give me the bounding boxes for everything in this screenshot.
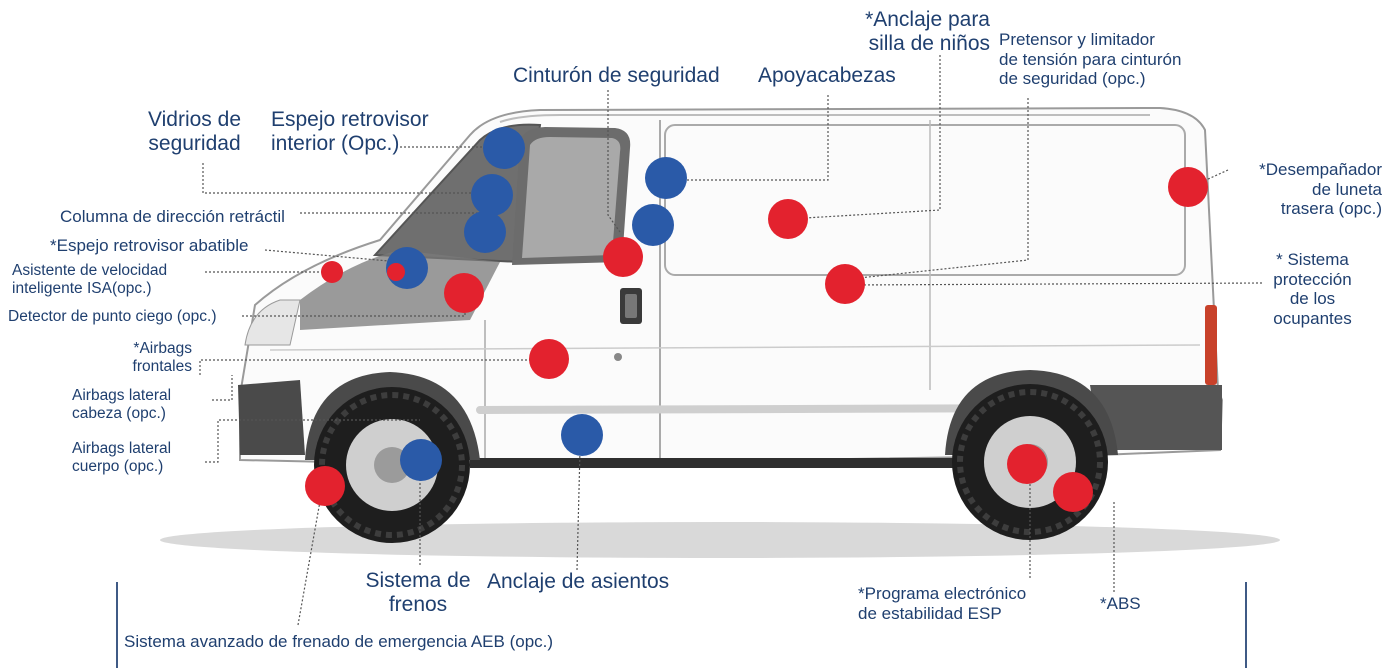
label-vidrios: Vidrios de seguridad: [148, 108, 242, 156]
blue-markers: [386, 127, 687, 481]
marker-vidrios: [471, 174, 513, 216]
marker-espejo-interior: [483, 127, 525, 169]
marker-anclaje-silla: [768, 199, 808, 239]
marker-esp: [1007, 444, 1047, 484]
marker-desempanador: [1168, 167, 1208, 207]
marker-frenos: [400, 439, 442, 481]
label-aeb: Sistema avanzado de frenado de emergenci…: [124, 632, 554, 651]
label-columna: Columna de dirección retráctil: [60, 207, 285, 226]
ground-shadow: [160, 522, 1280, 558]
marker-punto-ciego: [444, 273, 484, 313]
label-airbags-cabeza: Airbags lateral cabeza (opc.): [72, 387, 172, 422]
label-anclaje-asientos: Anclaje de asientos: [487, 570, 670, 593]
label-desempanador: *Desempañador de luneta trasera (opc.): [1259, 160, 1382, 219]
marker-abs: [1053, 472, 1093, 512]
front-wheel: [314, 387, 470, 543]
leader-lines: [199, 55, 1263, 626]
label-anclaje-silla: *Anclaje para silla de niños: [865, 8, 990, 56]
label-esp: *Programa electrónico de estabilidad ESP: [858, 584, 1027, 623]
marker-cinturon: [632, 204, 674, 246]
label-espejo-abatible: *Espejo retrovisor abatible: [50, 236, 249, 255]
label-apoyacabezas: Apoyacabezas: [758, 64, 896, 87]
marker-aeb: [305, 466, 345, 506]
label-punto-ciego: Detector de punto ciego (opc.): [8, 308, 217, 325]
marker-isa-inner: [387, 263, 405, 281]
label-pretensor: Pretensor y limitador de tensión para ci…: [999, 30, 1182, 89]
label-frenos: Sistema de frenos: [365, 569, 471, 617]
marker-apoyacabezas: [645, 157, 687, 199]
marker-airbags: [529, 339, 569, 379]
marker-columna: [464, 211, 506, 253]
label-airbags-frontales: *Airbags frontales: [132, 340, 192, 375]
marker-proteccion: [825, 264, 865, 304]
label-abs: *ABS: [1100, 594, 1141, 613]
label-proteccion: * Sistema protección de los ocupantes: [1273, 250, 1352, 328]
label-isa: Asistente de velocidad inteligente ISA(o…: [12, 262, 168, 297]
marker-anclaje-asientos: [561, 414, 603, 456]
marker-isa: [321, 261, 343, 283]
marker-pretensor-front: [603, 237, 643, 277]
bottom-frame: [116, 582, 1247, 668]
red-markers: [305, 167, 1208, 512]
label-espejo-interior: Espejo retrovisor interior (Opc.): [271, 108, 429, 156]
label-airbags-cuerpo: Airbags lateral cuerpo (opc.): [72, 440, 172, 475]
label-cinturon: Cinturón de seguridad: [513, 64, 720, 87]
